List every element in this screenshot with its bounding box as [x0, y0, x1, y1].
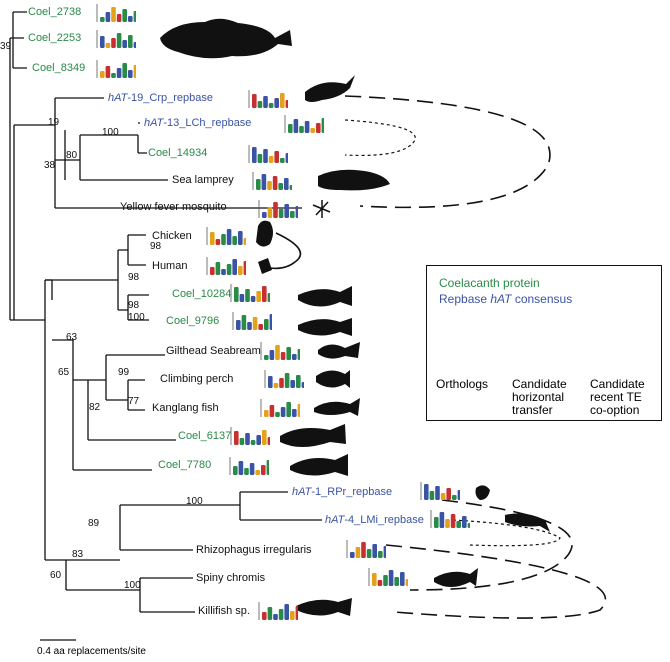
bootstrap-value: 60	[50, 570, 62, 581]
taxon-label-lamprey: Sea lamprey	[172, 174, 234, 186]
human-silhouette	[258, 258, 272, 274]
sequence-logo-chromis	[368, 568, 408, 586]
sequence-logo-mosquito	[258, 200, 298, 218]
sequence-logo-human	[206, 257, 246, 275]
bootstrap-value: 65	[58, 367, 70, 378]
bootstrap-value: 100	[128, 312, 145, 323]
bootstrap-value: 38	[44, 160, 56, 171]
sequence-logo-coel7780	[229, 457, 269, 475]
taxon-label-hat19: hAT-19_Crp_repbase	[108, 92, 213, 104]
bootstrap-value: 80	[66, 150, 78, 161]
bootstrap-value: 100	[102, 127, 119, 138]
sequence-logo-perch	[264, 370, 304, 388]
mosquito-silhouette	[312, 200, 331, 218]
chromis-silhouette	[434, 568, 478, 587]
taxon-label-hat13: hAT-13_LCh_repbase	[144, 117, 252, 129]
fish-silhouette-1	[298, 286, 352, 307]
taxon-label-chicken: Chicken	[152, 230, 192, 242]
sequence-logo-rhizo	[346, 540, 386, 558]
bootstrap-value: 83	[72, 549, 84, 560]
kanglang-silhouette	[314, 398, 360, 416]
sequence-logo-hat19	[248, 90, 288, 108]
taxon-label-coel9796: Coel_9796	[166, 315, 220, 327]
coelacanth-silhouette-2	[280, 424, 346, 447]
sequence-logo-kanglang	[260, 399, 300, 417]
killifish-silhouette	[296, 598, 352, 616]
taxon-label-coel10284: Coel_10284	[172, 288, 232, 300]
legend-orthologs: Orthologs	[436, 377, 489, 391]
taxon-label-coel8349: Coel_8349	[32, 62, 86, 74]
sequence-logo-coel14934	[248, 145, 288, 163]
taxon-label-coel2253: Coel_2253	[28, 32, 82, 44]
bootstrap-value: 63	[66, 332, 78, 343]
bootstrap-value: 19	[48, 117, 60, 128]
coelacanth-silhouette-3	[290, 454, 348, 476]
lamprey-silhouette	[318, 169, 390, 191]
bootstrap-value: 77	[128, 396, 140, 407]
sequence-logo-lamprey	[252, 172, 292, 190]
rooster-silhouette	[256, 220, 273, 247]
bootstrap-value: 98	[128, 272, 140, 283]
taxon-label-rhizo: Rhizophagus irregularis	[196, 544, 312, 556]
bootstrap-value: 82	[89, 402, 101, 413]
sequence-logo-hat13	[284, 115, 324, 133]
bootstrap-value: 100	[124, 580, 141, 591]
bootstrap-value: 89	[88, 518, 100, 529]
bootstrap-value: 39	[0, 41, 12, 52]
coelacanth-silhouette	[160, 18, 292, 59]
sequence-logo-seabream	[260, 342, 300, 360]
sequence-logo-coel2253	[96, 30, 136, 48]
fish-silhouette-2	[298, 318, 352, 336]
taxon-label-coel6137: Coel_6137	[178, 430, 232, 442]
taxon-label-killifish: Killifish sp.	[198, 605, 250, 617]
bootstrap-value: 100	[186, 496, 203, 507]
taxon-label-perch: Climbing perch	[160, 373, 234, 385]
taxon-label-coel7780: Coel_7780	[158, 459, 212, 471]
sequence-logo-coel6137	[230, 427, 270, 445]
taxon-label-kanglang: Kanglang fish	[152, 402, 219, 414]
sequence-logo-coel2738	[96, 4, 136, 22]
taxon-label-hat1: hAT-1_RPr_repbase	[292, 486, 393, 498]
sequence-logo-hat4	[430, 510, 470, 528]
scale-bar-label: 0.4 aa replacements/site	[37, 646, 146, 657]
bootstrap-value: 98	[150, 241, 162, 252]
grasshopper-silhouette	[505, 513, 550, 532]
seabream-silhouette	[318, 342, 360, 359]
taxon-label-chromis: Spiny chromis	[196, 572, 266, 584]
taxon-label-seabream: Gilthead Seabream	[166, 345, 261, 357]
silhouettes	[160, 18, 550, 616]
sequence-logo-hat1	[420, 482, 460, 500]
taxon-label-hat4: hAT-4_LMi_repbase	[325, 514, 424, 526]
sequence-logo-coel9796	[232, 312, 272, 330]
sequence-logo-coel8349	[96, 60, 136, 78]
taxon-label-coel14934: Coel_14934	[148, 147, 208, 159]
sequence-logo-killifish	[258, 602, 298, 620]
legend-coelacanth-label: Coelacanth protein	[439, 276, 540, 290]
sequence-logo-coel10284	[230, 284, 270, 302]
bootstrap-value: 98	[128, 300, 140, 311]
perch-silhouette	[316, 370, 350, 388]
taxon-label-human: Human	[152, 260, 188, 272]
sequence-logo-chicken	[206, 227, 246, 245]
legend-repbase-label: Repbase hAT consensus	[439, 292, 573, 306]
taxon-label-coel2738: Coel_2738	[28, 6, 82, 18]
bootstrap-value: 99	[118, 367, 130, 378]
beetle-silhouette	[475, 485, 490, 500]
legend: Coelacanth protein Repbase hAT consensus…	[426, 265, 662, 421]
alligator-silhouette	[305, 75, 355, 102]
taxon-label-mosquito: Yellow fever mosquito	[120, 201, 227, 213]
